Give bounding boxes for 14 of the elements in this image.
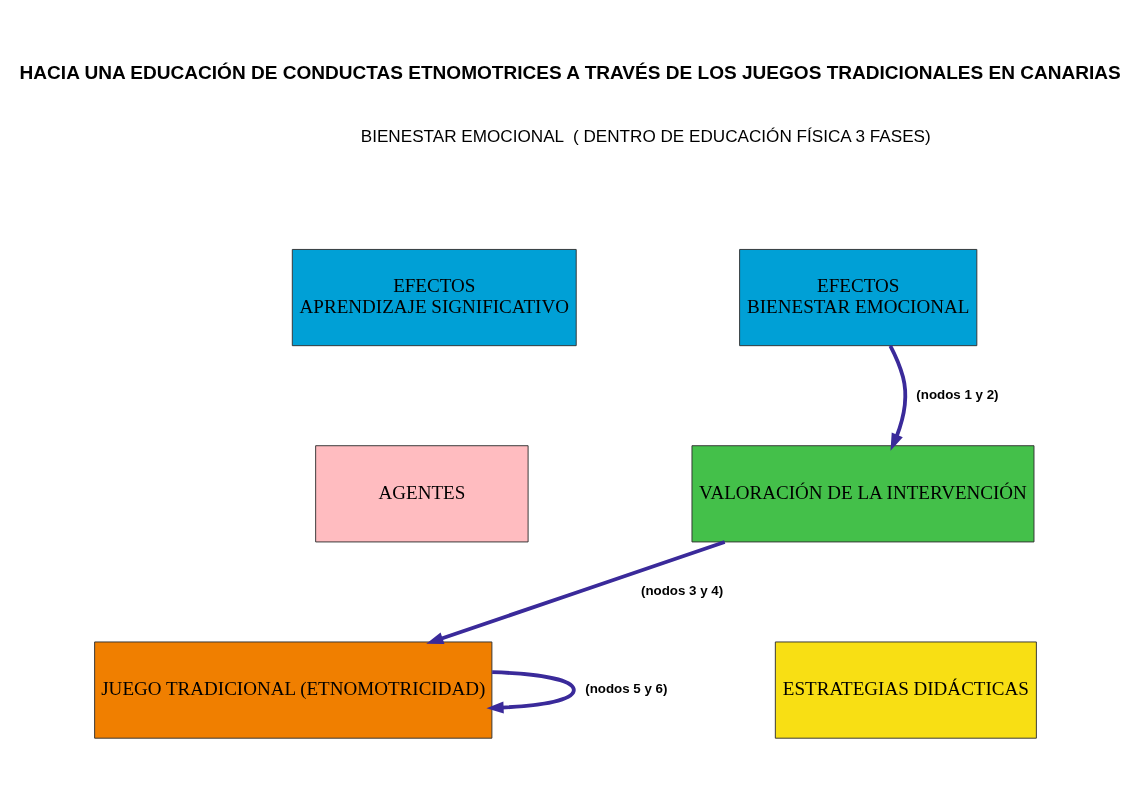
node-box: JUEGO TRADICIONAL (ETNOMOTRICIDAD) xyxy=(94,641,493,739)
label: BIENESTAR EMOCIONAL ( DENTRO DE EDUCACIÓN FÍSICA 3 FASES) xyxy=(360,125,931,146)
diagram-title: HACIA UNA EDUCACIÓN DE CONDUCTAS ETNOMOTRICES A TRAVÉS DE LOS JUEGOS TRADICIONALES EN CANARIAS xyxy=(19,61,1121,83)
arrow xyxy=(888,344,908,451)
node-box: VALORACIÓN DE LA INTERVENCIÓN xyxy=(691,444,1035,542)
arrow xyxy=(426,539,726,644)
node-box: ESTRATEGIAS DIDÁCTICAS xyxy=(774,641,1037,739)
node-box: EFECTOS BIENESTAR EMOCIONAL xyxy=(739,248,978,346)
edge-label: (nodos 5 y 6) xyxy=(585,680,668,696)
arrow xyxy=(486,669,576,713)
edge-label: (nodos 1 y 2) xyxy=(916,386,999,402)
node-box: EFECTOS APRENDIZAJE SIGNIFICATIVO xyxy=(291,248,577,346)
edge-label: (nodos 3 y 4) xyxy=(641,582,724,598)
node-box: AGENTES xyxy=(315,444,529,542)
